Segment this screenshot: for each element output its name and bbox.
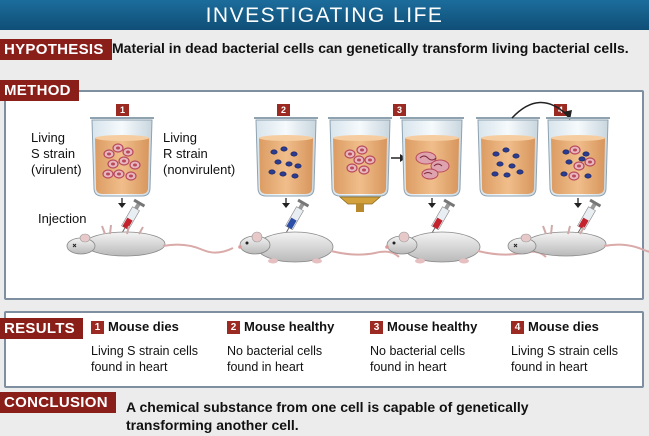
result-3-line1: No bacterial cells [370,344,466,358]
result-1-heading: 1 Mouse dies [91,319,179,334]
result-4-title: Mouse dies [528,319,599,334]
injection-label: Injection [38,211,87,226]
result-3-line2: found in heart [370,360,447,374]
step-number-1: 1 [116,104,129,116]
s-strain-line2: S strain [31,146,76,161]
r-strain-label: Living R strain (nonvirulent) [163,130,235,178]
beaker-mixture [545,117,611,197]
result-4-detail: Living S strain cells found in heart [511,343,618,375]
conclusion-line1: A chemical substance from one cell is ca… [126,399,529,415]
result-3-detail: No bacterial cells found in heart [370,343,465,375]
result-2-detail: No bacterial cells found in heart [227,343,322,375]
r-strain-line3: (nonvirulent) [163,162,236,177]
result-1-detail: Living S strain cells found in heart [91,343,198,375]
beaker-r-strain-mix [475,117,541,197]
result-1-number: 1 [91,321,104,334]
step-number-2: 2 [277,104,290,116]
s-strain-line1: Living [31,130,65,145]
result-1-line2: found in heart [91,360,168,374]
page-banner-title: INVESTIGATING LIFE [0,0,649,30]
dead-mouse-1 [66,224,234,257]
result-2-title: Mouse healthy [244,319,335,334]
hypothesis-tag: HYPOTHESIS [0,39,112,60]
step-number-3: 3 [393,104,406,116]
down-arrow-heads [118,203,582,208]
result-2-line1: No bacterial cells [227,344,323,358]
result-4-number: 4 [511,321,524,334]
curved-arrow-icon [511,101,569,119]
result-1-title: Mouse dies [108,319,179,334]
result-4-heading: 4 Mouse dies [511,319,599,334]
conclusion-tag: CONCLUSION [0,392,116,413]
r-strain-line2: R strain [163,146,208,161]
s-strain-label: Living S strain (virulent) [31,130,82,178]
result-2-heading: 2 Mouse healthy [227,319,334,334]
dead-mouse-4 [507,224,649,257]
result-3-number: 3 [370,321,383,334]
beaker-killed-s-cells [399,117,465,197]
beaker-r-strain [253,117,319,197]
result-4-line2: found in heart [511,360,588,374]
result-4-line1: Living S strain cells [511,344,618,358]
conclusion-line2: transforming another cell. [126,417,299,433]
results-tag: RESULTS [0,318,83,339]
result-2-line2: found in heart [227,360,304,374]
burner-icon [338,196,382,212]
result-3-heading: 3 Mouse healthy [370,319,477,334]
s-strain-line3: (virulent) [31,162,82,177]
r-strain-line1: Living [163,130,197,145]
conclusion-text: A chemical substance from one cell is ca… [126,398,606,434]
beaker-s-strain [89,117,155,197]
result-2-number: 2 [227,321,240,334]
hypothesis-text: Material in dead bacterial cells can gen… [112,40,629,56]
result-1-line1: Living S strain cells [91,344,198,358]
result-3-title: Mouse healthy [387,319,478,334]
live-mouse-2 [237,231,400,265]
method-tag: METHOD [0,80,79,101]
results-panel [4,311,644,388]
beaker-heat-killed-s [327,117,393,197]
